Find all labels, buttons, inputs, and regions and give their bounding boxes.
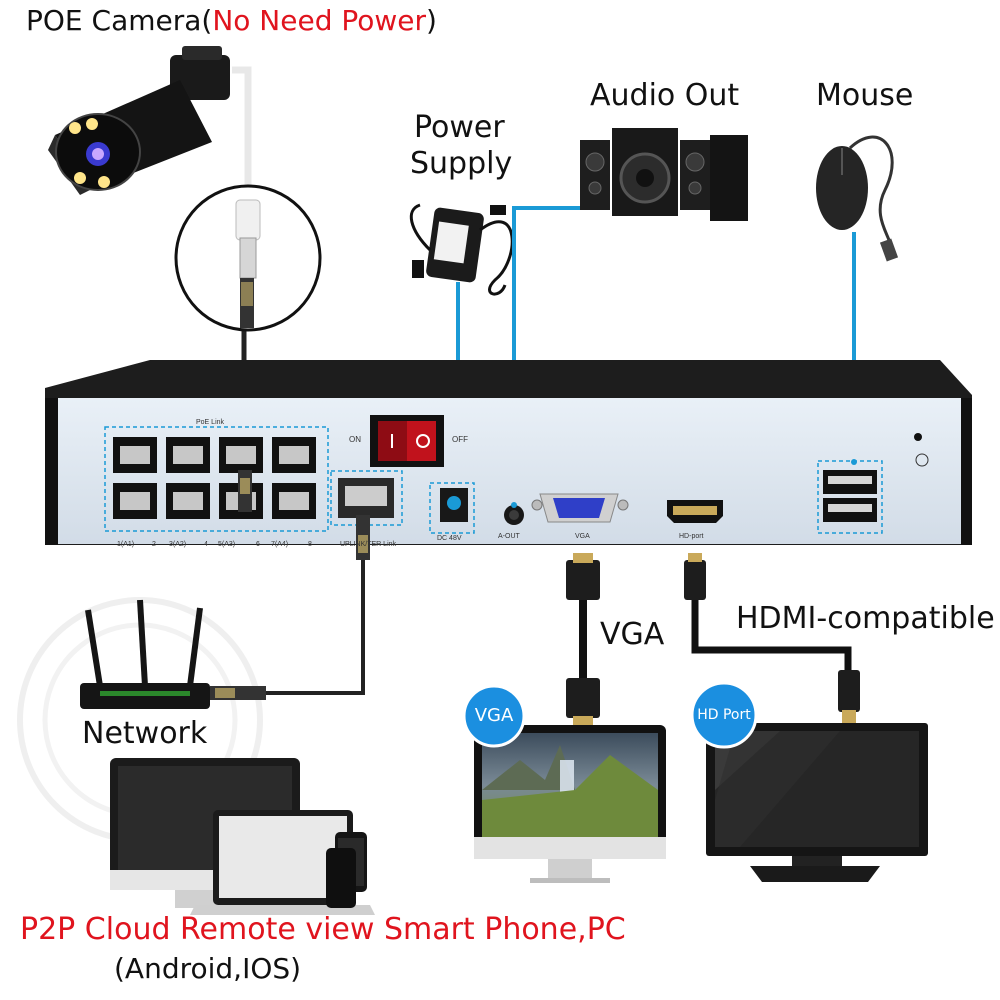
remote-view-label: P2P Cloud Remote view Smart Phone,PC bbox=[20, 912, 626, 947]
aout-port-label: A-OUT bbox=[498, 533, 520, 540]
platforms-label: (Android,IOS) bbox=[114, 952, 302, 985]
port-number-2: 2 bbox=[152, 541, 156, 548]
hd-port-badge bbox=[690, 681, 758, 749]
switch-on-label: ON bbox=[349, 435, 361, 444]
uplink-port-label: UPLINK/TER Link bbox=[340, 541, 397, 548]
port-number-4: 4 bbox=[204, 541, 208, 548]
speaker-icon bbox=[580, 128, 748, 221]
network-label: Network bbox=[82, 716, 208, 751]
dc-port-label: DC 48V bbox=[437, 535, 462, 542]
hd-monitor-icon bbox=[706, 723, 928, 882]
camera-title-highlight: No Need Power bbox=[212, 4, 427, 37]
vga-cable bbox=[566, 553, 600, 726]
hdport-port-label: HD-port bbox=[679, 533, 704, 540]
camera-title: POE Camera(No Need Power) bbox=[26, 4, 437, 37]
phone-icon bbox=[326, 832, 367, 908]
port-number-6: 6 bbox=[256, 541, 260, 548]
poe-link-label: PoE Link bbox=[196, 419, 225, 426]
port-number-1: 1(A1) bbox=[117, 541, 135, 548]
switch-off-label: OFF bbox=[452, 435, 468, 444]
camera-title-suffix: ) bbox=[426, 4, 437, 37]
port-number-3: 3(A2) bbox=[169, 541, 187, 548]
router-icon bbox=[80, 599, 210, 709]
hdmi-cable bbox=[684, 553, 860, 724]
power-supply-label-1: Power bbox=[414, 110, 505, 145]
poe-port-grid bbox=[113, 437, 316, 519]
nvr-device bbox=[45, 360, 972, 560]
port-number-8: 8 bbox=[308, 541, 312, 548]
camera-title-prefix: POE Camera( bbox=[26, 4, 213, 37]
power-adapter-icon bbox=[409, 203, 514, 296]
hdmi-cable-label: HDMI-compatible bbox=[736, 601, 995, 636]
mouse-icon bbox=[816, 135, 899, 262]
port-number-7: 7(A4) bbox=[271, 541, 289, 548]
vga-monitor-icon bbox=[474, 725, 666, 883]
port-number-5: 5(A3) bbox=[218, 541, 236, 548]
poe-camera-icon bbox=[48, 46, 230, 195]
vga-badge-label: VGA bbox=[474, 705, 514, 726]
laptop-icon bbox=[190, 810, 375, 915]
network-cable bbox=[210, 560, 365, 700]
vga-badge bbox=[462, 684, 526, 748]
vga-port-label: VGA bbox=[575, 533, 590, 540]
vga-cable-label: VGA bbox=[600, 617, 665, 652]
power-supply-label-2: Supply bbox=[410, 146, 513, 181]
connector-magnifier bbox=[174, 184, 322, 332]
audio-out-label: Audio Out bbox=[590, 78, 740, 113]
hd-port-badge-label: HD Port bbox=[697, 707, 751, 723]
mouse-label: Mouse bbox=[816, 78, 914, 113]
